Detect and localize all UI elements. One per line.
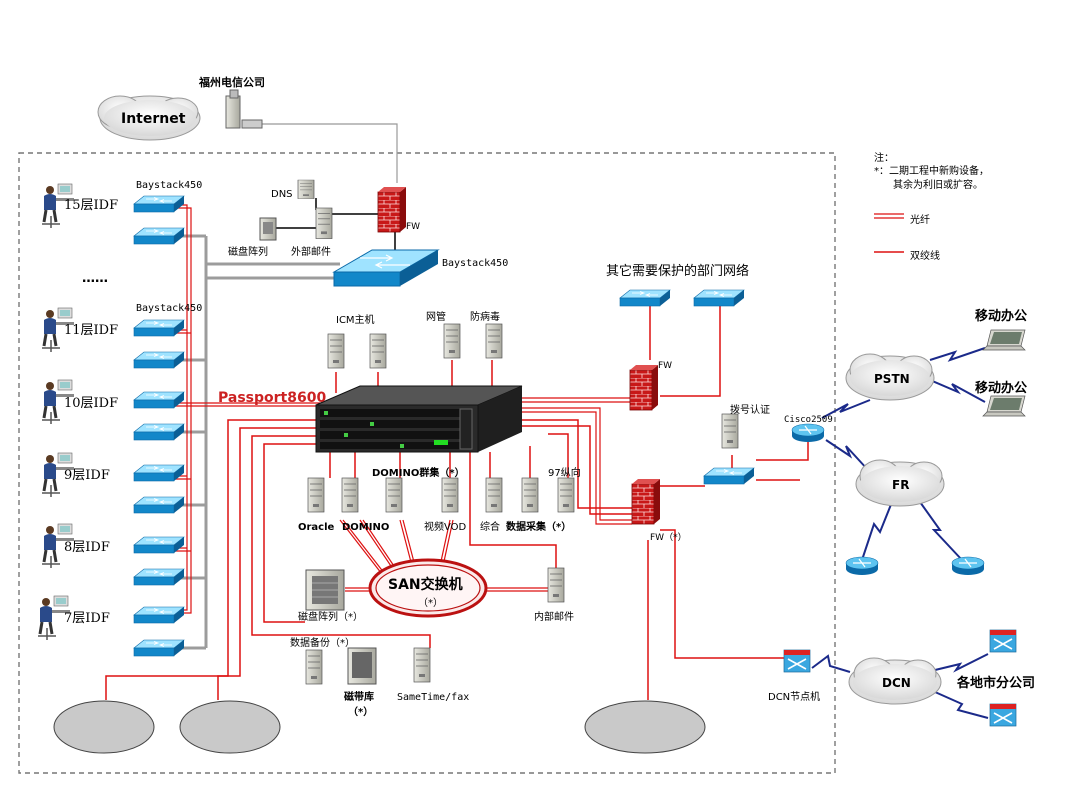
fr-cloud (855, 459, 945, 507)
col97-label: 97纵向 (548, 466, 581, 479)
floor-11-label: 11层IDF (64, 323, 118, 338)
san-switch-star: （*） (418, 597, 443, 609)
pstn-cloud (845, 353, 935, 401)
sametime-label: SameTime/fax (397, 692, 469, 703)
user-area-ellipse-3 (584, 700, 706, 754)
fr-router-right-icon (951, 556, 985, 576)
remote-firewall-icon (631, 478, 661, 525)
internet-cloud (97, 95, 201, 141)
floor-ellipsis: …… (82, 271, 108, 286)
user-area-ellipse-2 (179, 700, 281, 754)
floor-switches (133, 195, 185, 657)
antivirus-label: 防病毒 (470, 310, 500, 323)
san-switch-icon (368, 558, 488, 618)
department-firewall-icon (629, 364, 659, 411)
remote-fw-label: FW（*） (650, 532, 687, 543)
fr-label: FR (892, 478, 909, 492)
dcn-label: DCN (882, 676, 911, 690)
tape-library-label: 磁带库 (344, 690, 374, 703)
campus-boundary (18, 152, 836, 774)
core-top-servers (327, 323, 503, 369)
dmz-links (274, 198, 396, 252)
dept-fw-label: FW (658, 361, 672, 371)
pstn-label: PSTN (874, 372, 910, 386)
dial-auth-label: 拨号认证 (730, 403, 770, 416)
dns-label: DNS (271, 189, 293, 200)
internal-mail-server-icon (547, 567, 565, 603)
dmz-servers (259, 179, 333, 241)
legend-note-1: *：二期工程中新购设备， (874, 164, 989, 177)
baystack-core-label: Baystack450 (442, 258, 508, 269)
legend-title: 注： (874, 151, 894, 164)
mobile-laptop-2-icon (982, 395, 1026, 417)
wan-links (811, 347, 989, 719)
legend-swatches (874, 213, 904, 253)
floor-10-label: 10层IDF (64, 396, 118, 411)
legend-twisted-pair-label: 双绞线 (910, 249, 940, 262)
domino-cluster-label: DOMINO群集（*） (372, 466, 465, 479)
remote-access-switch-icon (703, 467, 755, 485)
vod-label: 视频VOD (424, 520, 467, 533)
branches-label: 各地市分公司 (956, 675, 1035, 691)
floor-9-label: 9层IDF (64, 468, 110, 483)
dial-auth-server-icon (721, 413, 739, 449)
san-disk-array-label: 磁盘阵列（*） (298, 610, 363, 623)
mobile-office-1-label: 移动办公 (975, 308, 1027, 324)
internet-uplink (262, 123, 398, 183)
branch-switch-1-icon (989, 629, 1017, 653)
baystack-11-label: Baystack450 (136, 303, 202, 314)
dept-networks-label: 其它需要保护的部门网络 (606, 263, 749, 279)
backup-devices (305, 647, 431, 685)
department-switches (619, 289, 745, 307)
internet-fw-label: FW (406, 222, 420, 232)
dmz-disk-array-label: 磁盘阵列 (228, 245, 268, 258)
floor-15-label: 15层IDF (64, 198, 118, 213)
isp-label: 福州电信公司 (198, 75, 265, 89)
internal-mail-label: 内部邮件 (534, 610, 574, 623)
baystack-15-label: Baystack450 (136, 180, 202, 191)
disk-array-icon (305, 569, 345, 611)
cisco-label: Cisco2509 (784, 415, 833, 425)
branch-switch-2-icon (989, 703, 1017, 727)
backup-label: 数据备份（*） (290, 636, 355, 649)
passport-label: Passport8600 (218, 390, 326, 406)
dcn-node-switch-icon (783, 649, 811, 673)
legend-note-2: 其余为利旧或扩容。 (893, 178, 983, 191)
san-switch-label: SAN交换机 (388, 576, 463, 593)
cisco-router-icon (791, 423, 825, 443)
isp-server-icon (225, 89, 263, 129)
mobile-office-2-label: 移动办公 (975, 380, 1027, 396)
domino-label: DOMINO (342, 522, 389, 533)
fr-router-left-icon (845, 556, 879, 576)
oracle-label: Oracle (298, 522, 335, 533)
internet-firewall-icon (377, 186, 407, 233)
floor-8-label: 8层IDF (64, 540, 110, 555)
general-label: 综合 (480, 520, 500, 533)
external-mail-label: 外部邮件 (291, 245, 331, 258)
nms-label: 网管 (426, 310, 446, 323)
baystack-core-switch-icon (332, 249, 440, 287)
passport8600-chassis-icon (315, 385, 523, 453)
data-collect-label: 数据采集（*） (506, 520, 571, 533)
icm-label: ICM主机 (336, 313, 375, 326)
legend-fiber-label: 光纤 (910, 213, 930, 226)
dcn-node-label: DCN节点机 (768, 690, 820, 703)
cluster-servers (307, 477, 575, 513)
twisted-pair-links (105, 305, 809, 700)
mobile-laptop-1-icon (982, 329, 1026, 351)
dcn-cloud (848, 657, 942, 705)
floor-workstations (36, 182, 76, 642)
user-area-ellipse-1 (53, 700, 155, 754)
tape-library-star: （*） (348, 705, 373, 718)
backbone-links (170, 234, 340, 650)
internet-label: Internet (121, 111, 186, 127)
floor-7-label: 7层IDF (64, 611, 110, 626)
